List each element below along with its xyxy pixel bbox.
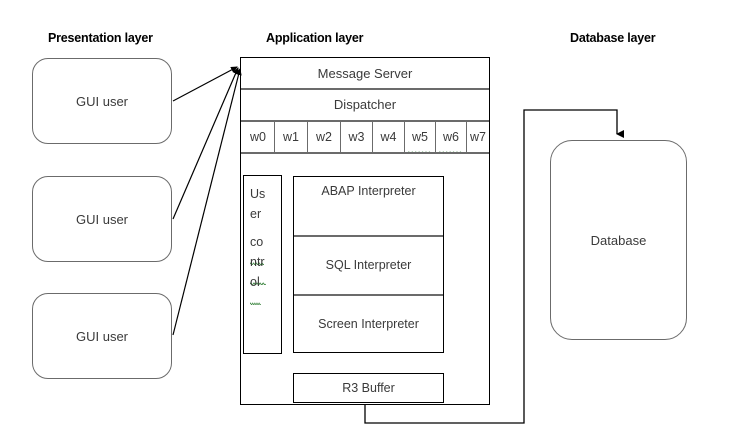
dispatcher-label: Dispatcher: [333, 97, 397, 112]
worker-process-w7[interactable]: w7: [467, 121, 489, 152]
gui-user-label: GUI user: [75, 211, 128, 227]
dispatcher-row[interactable]: Dispatcher: [241, 89, 489, 120]
user-control-text-line: ol: [249, 272, 281, 306]
presentation-layer-title: Presentation layer: [48, 31, 153, 45]
spellcheck-underline: [249, 251, 265, 266]
message-server-label: Message Server: [317, 65, 413, 81]
user-control-text-line: ntr: [249, 252, 281, 286]
user-control-text-line: co: [249, 225, 281, 266]
worker-process-w3[interactable]: w3: [341, 121, 373, 152]
gui-user-label: GUI user: [75, 93, 128, 109]
worker-process-row: w0 w1 w2 w3 w4 w5 w6 w7: [242, 121, 489, 155]
worker-process-w6[interactable]: w6: [436, 121, 467, 155]
worker-process-label: w0: [250, 129, 266, 144]
user-control-line-text: co: [249, 232, 265, 266]
divider: [241, 88, 489, 90]
spellcheck-underline: [407, 143, 433, 155]
user-control-text-line: Us: [250, 184, 281, 204]
database-layer-title: Database layer: [570, 31, 656, 45]
connector-gui1-to-app: [172, 66, 238, 102]
worker-process-label: w5: [412, 129, 428, 144]
database-label: Database: [590, 232, 647, 248]
worker-process-label: w4: [380, 129, 397, 144]
sql-interpreter-cell[interactable]: SQL Interpreter: [294, 236, 443, 294]
worker-process-w4[interactable]: w4: [373, 121, 405, 152]
application-layer-title: Application layer: [266, 31, 364, 45]
abap-interpreter-cell[interactable]: ABAP Interpreter: [294, 177, 443, 235]
screen-interpreter-cell[interactable]: Screen Interpreter: [294, 295, 443, 352]
divider: [241, 152, 489, 154]
spellcheck-underline: [249, 291, 261, 306]
database-box[interactable]: Database: [550, 140, 687, 340]
worker-process-label: w2: [316, 129, 332, 144]
gui-user-box-1[interactable]: GUI user: [32, 58, 172, 144]
sql-interpreter-label: SQL Interpreter: [325, 258, 412, 272]
abap-interpreter-label: ABAP Interpreter: [321, 184, 416, 198]
user-control-line-text: Us: [250, 187, 266, 201]
r3-buffer-label: R3 Buffer: [342, 381, 395, 395]
message-server-row[interactable]: Message Server: [241, 58, 489, 88]
worker-process-w5[interactable]: w5: [405, 121, 436, 155]
gui-user-label: GUI user: [75, 328, 128, 344]
user-control-text-line: er: [250, 204, 281, 224]
worker-process-label: w7: [470, 129, 486, 144]
worker-process-label: w1: [283, 129, 299, 144]
connector-gui3-to-app: [172, 68, 242, 336]
spellcheck-underline: [438, 143, 464, 155]
user-control-line-text: ol: [249, 272, 261, 306]
user-control-line-text: ntr: [249, 252, 266, 286]
worker-process-label: w6: [443, 129, 459, 144]
connector-gui2-to-app: [172, 67, 239, 220]
worker-process-w2[interactable]: w2: [308, 121, 341, 152]
worker-process-label: w3: [348, 129, 365, 144]
screen-interpreter-label: Screen Interpreter: [318, 316, 419, 331]
interpreter-stack: ABAP Interpreter SQL Interpreter Screen …: [293, 176, 444, 353]
gui-user-box-2[interactable]: GUI user: [32, 176, 172, 262]
user-control-line-text: er: [250, 207, 262, 222]
worker-process-w1[interactable]: w1: [275, 121, 308, 152]
r3-buffer-box[interactable]: R3 Buffer: [293, 373, 444, 403]
application-layer-container: Message Server Dispatcher w0 w1 w2 w3 w4 w5 w6…: [240, 57, 490, 405]
spellcheck-underline: [249, 271, 266, 286]
worker-process-w0[interactable]: w0: [242, 121, 275, 152]
gui-user-box-3[interactable]: GUI user: [32, 293, 172, 379]
